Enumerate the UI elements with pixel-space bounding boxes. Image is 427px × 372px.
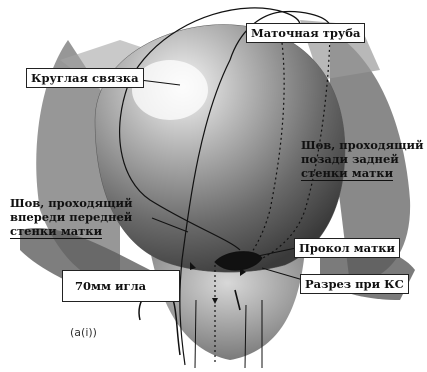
label-suture-anterior-line-2: впереди передней [10,210,133,224]
figure-caption: (a(i)) [70,326,97,339]
label-cs-incision: Разрез при КС [300,274,409,294]
label-fallopian-tube: Маточная труба [246,23,365,43]
label-suture-posterior-line-1: Шов, проходящий [301,138,424,152]
label-round-ligament: Круглая связка [26,68,144,88]
label-suture-posterior-line-3: стенки матки [301,166,393,181]
label-suture-anterior-line-3: стенки матки [10,224,102,239]
label-suture-anterior: Шов, проходящий впереди передней стенки … [6,194,137,241]
label-needle: 70мм игла [62,270,180,302]
label-suture-posterior: Шов, проходящий позади задней стенки мат… [297,136,427,183]
label-uterus-puncture: Прокол матки [294,238,400,258]
label-suture-posterior-line-2: позади задней [301,152,424,166]
label-suture-anterior-line-1: Шов, проходящий [10,196,133,210]
